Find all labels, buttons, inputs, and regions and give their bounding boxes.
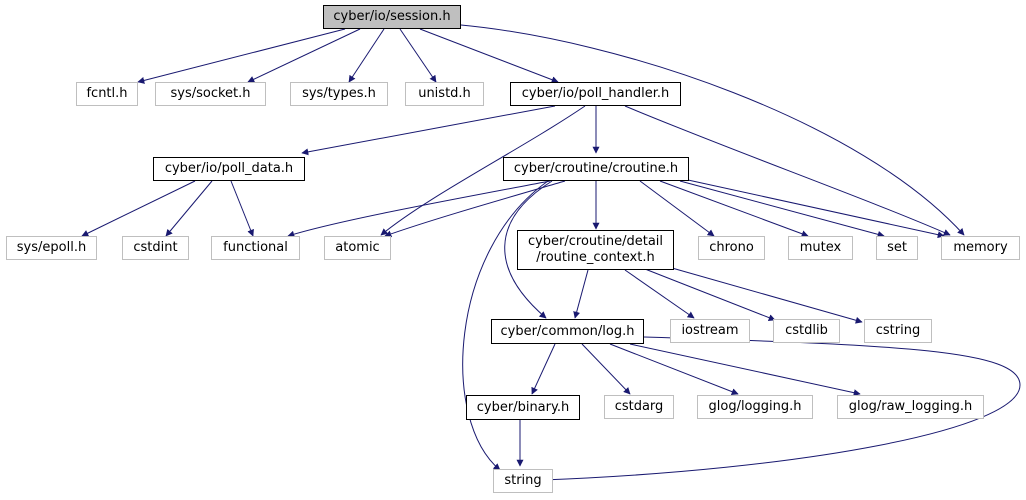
node-log-h[interactable]: cyber/common/log.h (491, 319, 644, 344)
edge-croutine-functional (287, 180, 551, 238)
edge-session-sys-socket (247, 28, 361, 83)
edge-log-string (542, 336, 1021, 484)
node-label: atomic (335, 240, 380, 255)
node-iostream[interactable]: iostream (670, 319, 750, 343)
node-label: cstdint (133, 240, 178, 255)
node-sys-types-h[interactable]: sys/types.h (290, 82, 388, 106)
node-string[interactable]: string (493, 469, 553, 493)
edge-log-binary (531, 343, 556, 395)
node-label: cyber/io/session.h (333, 9, 451, 24)
node-label: fcntl.h (86, 86, 128, 101)
edge-log-glog-raw-logging (629, 343, 861, 397)
edge-poll-handler-atomic (380, 105, 586, 236)
node-routine-context-h[interactable]: cyber/croutine/detail /routine_context.h (517, 230, 674, 270)
node-label: sys/types.h (302, 86, 376, 101)
node-mutex[interactable]: mutex (788, 236, 853, 260)
node-croutine-h[interactable]: cyber/croutine/croutine.h (503, 157, 689, 181)
node-label: cstdarg (614, 399, 664, 414)
edge-poll-data-cstdint (165, 180, 213, 237)
edge-session-fcntl (137, 28, 346, 84)
node-label: cyber/binary.h (476, 399, 570, 415)
edge-log-cstdarg (581, 343, 631, 395)
edge-poll-data-sys-epoll (81, 180, 196, 237)
node-label: cyber/croutine/croutine.h (513, 161, 679, 176)
node-label: cyber/common/log.h (500, 323, 635, 339)
edge-routine-context-cstdlib (644, 268, 776, 321)
edge-croutine-chrono (639, 180, 715, 237)
node-label: glog/logging.h (708, 399, 802, 414)
edge-croutine-string (462, 180, 549, 471)
node-label: cstring (875, 323, 921, 338)
node-label: iostream (681, 323, 739, 338)
node-label: sys/socket.h (170, 86, 251, 101)
node-cstring[interactable]: cstring (864, 319, 932, 343)
node-label: cyber/io/poll_handler.h (521, 86, 670, 101)
node-cstdint[interactable]: cstdint (122, 236, 189, 260)
node-label-line-2: /routine_context.h (536, 250, 655, 265)
node-label: unistd.h (418, 86, 471, 101)
edge-croutine-log (504, 180, 553, 319)
edge-session-memory (460, 24, 965, 236)
node-label: mutex (799, 240, 842, 255)
node-unistd-h[interactable]: unistd.h (405, 82, 484, 106)
node-atomic[interactable]: atomic (324, 236, 391, 260)
node-glog-raw-logging-h[interactable]: glog/raw_logging.h (837, 395, 984, 419)
node-label: set (887, 240, 907, 255)
edge-poll-handler-memory (624, 105, 951, 236)
edge-croutine-mutex (659, 180, 809, 238)
node-label: glog/raw_logging.h (848, 399, 973, 414)
node-glog-logging-h[interactable]: glog/logging.h (697, 395, 813, 419)
edge-session-poll-handler (419, 28, 559, 84)
node-memory[interactable]: memory (941, 236, 1020, 260)
node-sys-epoll-h[interactable]: sys/epoll.h (6, 236, 97, 260)
node-cstdarg[interactable]: cstdarg (604, 395, 674, 419)
node-label: functional (223, 240, 288, 255)
node-label-line-1: cyber/croutine/detail (527, 234, 664, 249)
node-functional[interactable]: functional (211, 236, 300, 260)
node-sys-socket-h[interactable]: sys/socket.h (155, 82, 266, 106)
node-label: sys/epoll.h (16, 240, 87, 255)
edge-session-unistd (399, 28, 437, 83)
node-fcntl-h[interactable]: fcntl.h (76, 82, 138, 106)
node-label: chrono (709, 240, 754, 255)
node-label: cstdlib (785, 323, 828, 338)
node-chrono[interactable]: chrono (698, 236, 765, 260)
edge-poll-data-functional (230, 180, 254, 237)
node-session-h[interactable]: cyber/io/session.h (323, 5, 461, 29)
node-binary-h[interactable]: cyber/binary.h (466, 395, 580, 420)
node-label: memory (953, 240, 1008, 255)
edge-croutine-set (679, 180, 885, 238)
node-label: string (504, 473, 542, 488)
edge-croutine-memory (687, 179, 945, 239)
node-set[interactable]: set (876, 236, 918, 260)
edge-routine-context-log (573, 269, 589, 319)
edge-session-sys-types (348, 28, 385, 83)
edge-poll-handler-poll-data (301, 105, 556, 156)
edge-log-glog-logging (609, 343, 739, 395)
edge-routine-context-iostream (624, 269, 695, 319)
node-poll-data-h[interactable]: cyber/io/poll_data.h (153, 157, 305, 181)
edge-routine-context-cstring (671, 267, 863, 324)
node-poll-handler-h[interactable]: cyber/io/poll_handler.h (510, 82, 681, 106)
node-label: cyber/io/poll_data.h (164, 161, 294, 176)
node-cstdlib[interactable]: cstdlib (773, 319, 840, 343)
